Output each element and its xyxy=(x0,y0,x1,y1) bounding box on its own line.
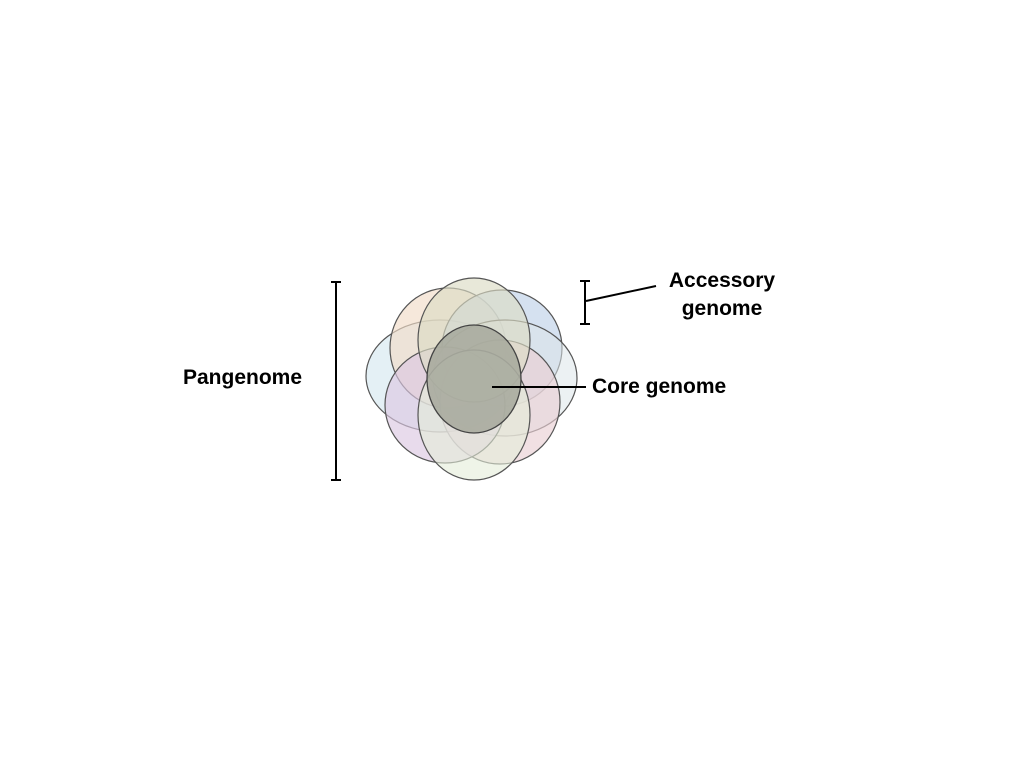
pangenome-bracket xyxy=(331,281,341,481)
pangenome-label: Pangenome xyxy=(183,366,303,389)
accessory-genome-label: Accessory genome xyxy=(662,267,782,323)
accessory-label-line1: Accessory xyxy=(668,269,776,292)
accessory-bracket xyxy=(580,280,657,325)
core-genome-label: Core genome xyxy=(592,375,727,398)
accessory-label-line2: genome xyxy=(681,297,763,320)
core-genome-ellipse xyxy=(426,324,522,434)
